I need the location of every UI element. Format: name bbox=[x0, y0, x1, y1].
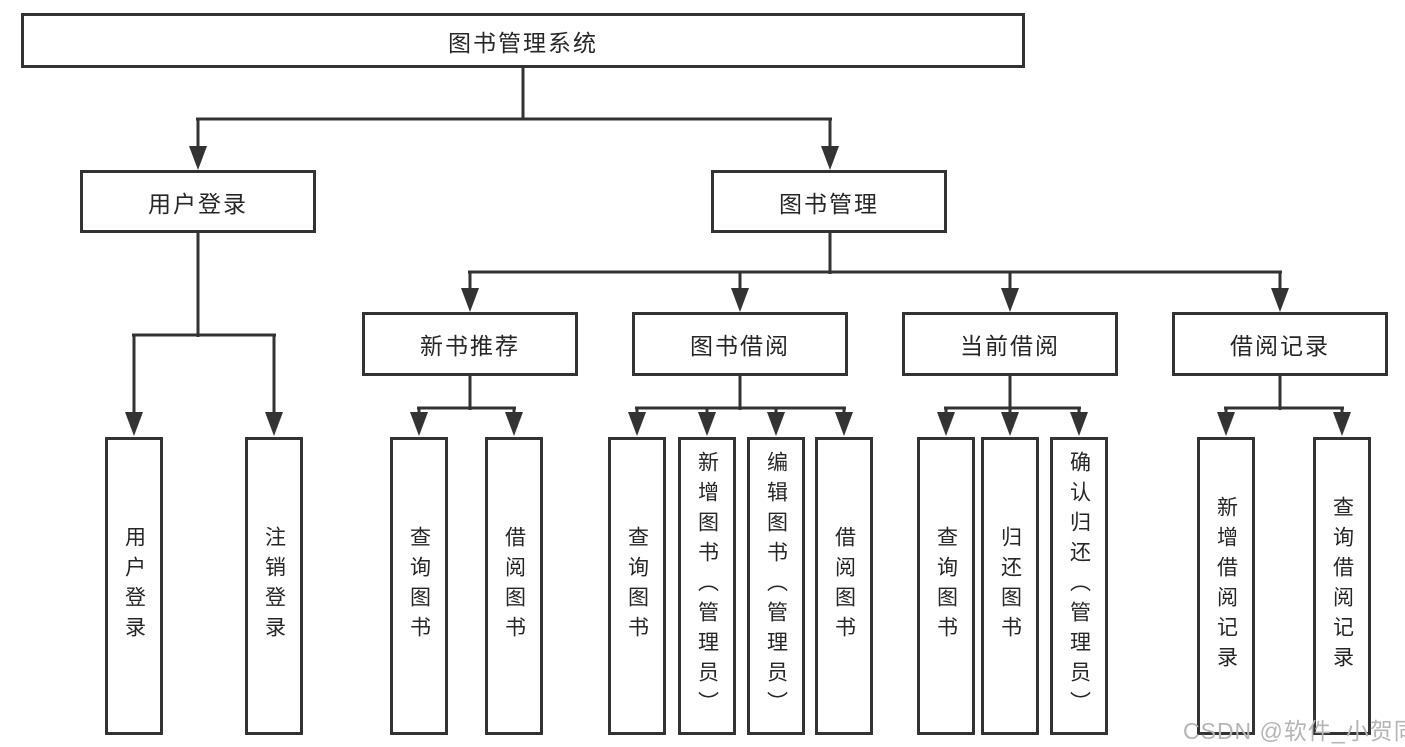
node-borrow-records-label: 借阅记录 bbox=[1230, 333, 1330, 359]
node-user-login: 用户登录 bbox=[80, 170, 316, 233]
arrowheads bbox=[125, 146, 1351, 436]
leaf-bb-edit-books: 编辑图书（管理员） bbox=[747, 437, 805, 735]
leaf-cb-confirm-return-label: 确认归还（管理员） bbox=[1067, 451, 1091, 721]
leaf-bb-query-books-label: 查询图书 bbox=[625, 526, 649, 646]
leaf-logout: 注销登录 bbox=[245, 437, 303, 735]
leaf-bb-query-books: 查询图书 bbox=[608, 437, 666, 735]
leaf-br-query-record-label: 查询借阅记录 bbox=[1330, 496, 1354, 676]
node-book-borrow: 图书借阅 bbox=[632, 312, 848, 376]
node-new-book-recommend-label: 新书推荐 bbox=[420, 333, 520, 359]
leaf-nb-borrow-books-label: 借阅图书 bbox=[502, 526, 526, 646]
leaf-br-add-record-label: 新增借阅记录 bbox=[1214, 496, 1238, 676]
leaf-bb-borrow-books: 借阅图书 bbox=[815, 437, 873, 735]
leaf-cb-query-books-label: 查询图书 bbox=[934, 526, 958, 646]
leaf-cb-query-books: 查询图书 bbox=[917, 437, 975, 735]
root-node-label: 图书管理系统 bbox=[448, 29, 598, 56]
watermark: CSDN @软件_小贺同学 bbox=[1183, 718, 1405, 744]
leaf-nb-query-books: 查询图书 bbox=[390, 437, 448, 735]
leaf-bb-borrow-books-label: 借阅图书 bbox=[832, 526, 856, 646]
node-new-book-recommend: 新书推荐 bbox=[362, 312, 578, 376]
leaf-br-query-record: 查询借阅记录 bbox=[1313, 437, 1371, 735]
leaf-cb-confirm-return: 确认归还（管理员） bbox=[1050, 437, 1108, 735]
leaf-bb-add-books-label: 新增图书（管理员） bbox=[695, 451, 719, 721]
node-book-management-label: 图书管理 bbox=[779, 190, 879, 217]
node-book-management: 图书管理 bbox=[711, 170, 947, 233]
node-book-borrow-label: 图书借阅 bbox=[690, 333, 790, 359]
leaf-user-login: 用户登录 bbox=[105, 437, 163, 735]
node-user-login-label: 用户登录 bbox=[148, 190, 248, 217]
leaf-nb-query-books-label: 查询图书 bbox=[407, 526, 431, 646]
leaf-bb-edit-books-label: 编辑图书（管理员） bbox=[764, 451, 788, 721]
node-borrow-records: 借阅记录 bbox=[1172, 312, 1388, 376]
leaf-logout-label: 注销登录 bbox=[262, 526, 286, 646]
leaf-cb-return-books: 归还图书 bbox=[981, 437, 1039, 735]
leaf-user-login-label: 用户登录 bbox=[122, 526, 146, 646]
leaf-cb-return-books-label: 归还图书 bbox=[998, 526, 1022, 646]
leaf-nb-borrow-books: 借阅图书 bbox=[485, 437, 543, 735]
node-current-borrow: 当前借阅 bbox=[902, 312, 1118, 376]
root-node: 图书管理系统 bbox=[21, 13, 1025, 68]
node-current-borrow-label: 当前借阅 bbox=[960, 333, 1060, 359]
leaf-bb-add-books: 新增图书（管理员） bbox=[678, 437, 736, 735]
leaf-br-add-record: 新增借阅记录 bbox=[1197, 437, 1255, 735]
